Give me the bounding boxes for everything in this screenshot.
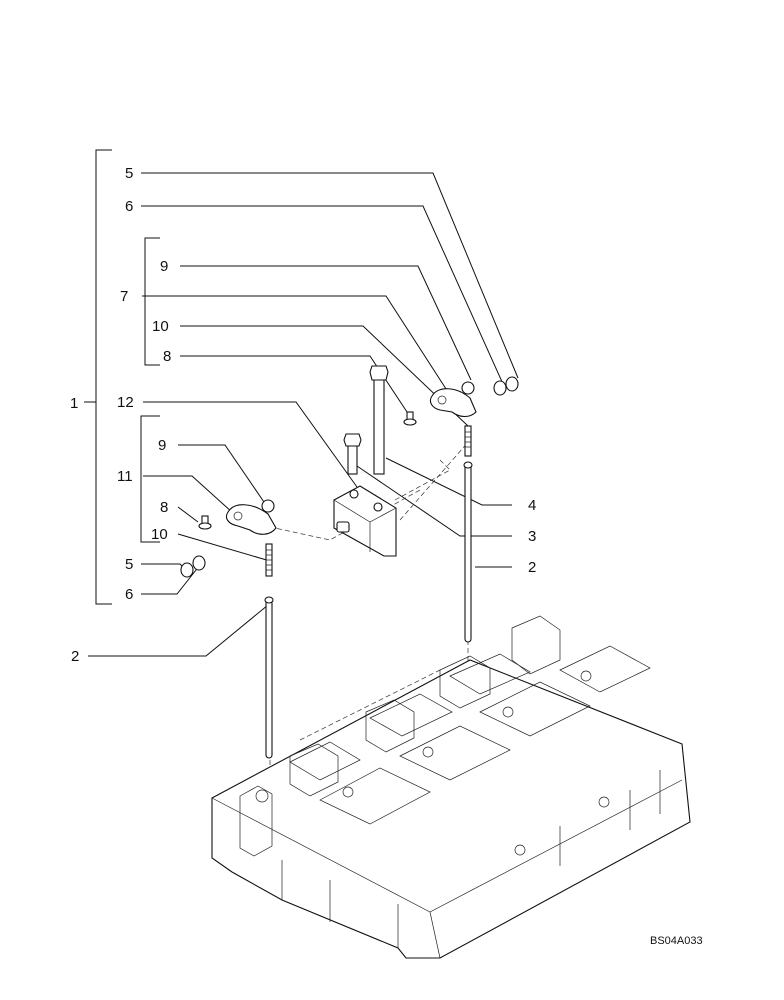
callout-2-left: 2	[71, 648, 79, 665]
callout-4: 4	[528, 497, 536, 514]
push-rod-right	[463, 461, 473, 643]
screw-lower	[198, 515, 212, 530]
cylinder-head	[211, 615, 691, 959]
assembly-bracket-1	[84, 149, 112, 605]
callout-7: 7	[120, 288, 128, 305]
callout-6-top: 6	[125, 198, 133, 215]
callout-2-right: 2	[528, 559, 536, 576]
callout-10-bottom: 10	[151, 526, 168, 543]
assembly-bracket-7	[144, 237, 160, 366]
leader-lines	[88, 172, 519, 657]
callout-6-bottom: 6	[125, 586, 133, 603]
bolt-long	[369, 365, 389, 475]
callout-8-bottom: 8	[160, 499, 168, 516]
push-rod-left	[264, 596, 274, 759]
callout-1: 1	[70, 395, 78, 412]
callout-10-top: 10	[152, 318, 169, 335]
callout-11: 11	[117, 468, 133, 485]
rings-lower	[180, 555, 206, 578]
bolt-short	[343, 433, 362, 475]
assembly-bracket-11	[140, 415, 160, 543]
callout-5-top: 5	[125, 165, 133, 182]
rocker-arm-upper	[429, 381, 477, 418]
callout-8-top: 8	[163, 348, 171, 365]
adjusting-screw-left	[265, 543, 273, 577]
adjusting-screw-right	[464, 425, 472, 457]
callout-3: 3	[528, 528, 536, 545]
screw-upper	[403, 411, 417, 426]
callout-labels: 1 5 6 9 7 10 8 12 9 11 8 10 5 6 2 4 3 2	[70, 165, 536, 665]
reference-code: BS04A033	[650, 935, 703, 947]
callout-9-top: 9	[160, 258, 168, 275]
rings-upper	[493, 376, 519, 396]
callout-5-bottom: 5	[125, 556, 133, 573]
rocker-arm-lower	[225, 499, 277, 535]
callout-9-bottom: 9	[158, 437, 166, 454]
rocker-support-block	[333, 485, 397, 557]
callout-12: 12	[117, 394, 134, 411]
